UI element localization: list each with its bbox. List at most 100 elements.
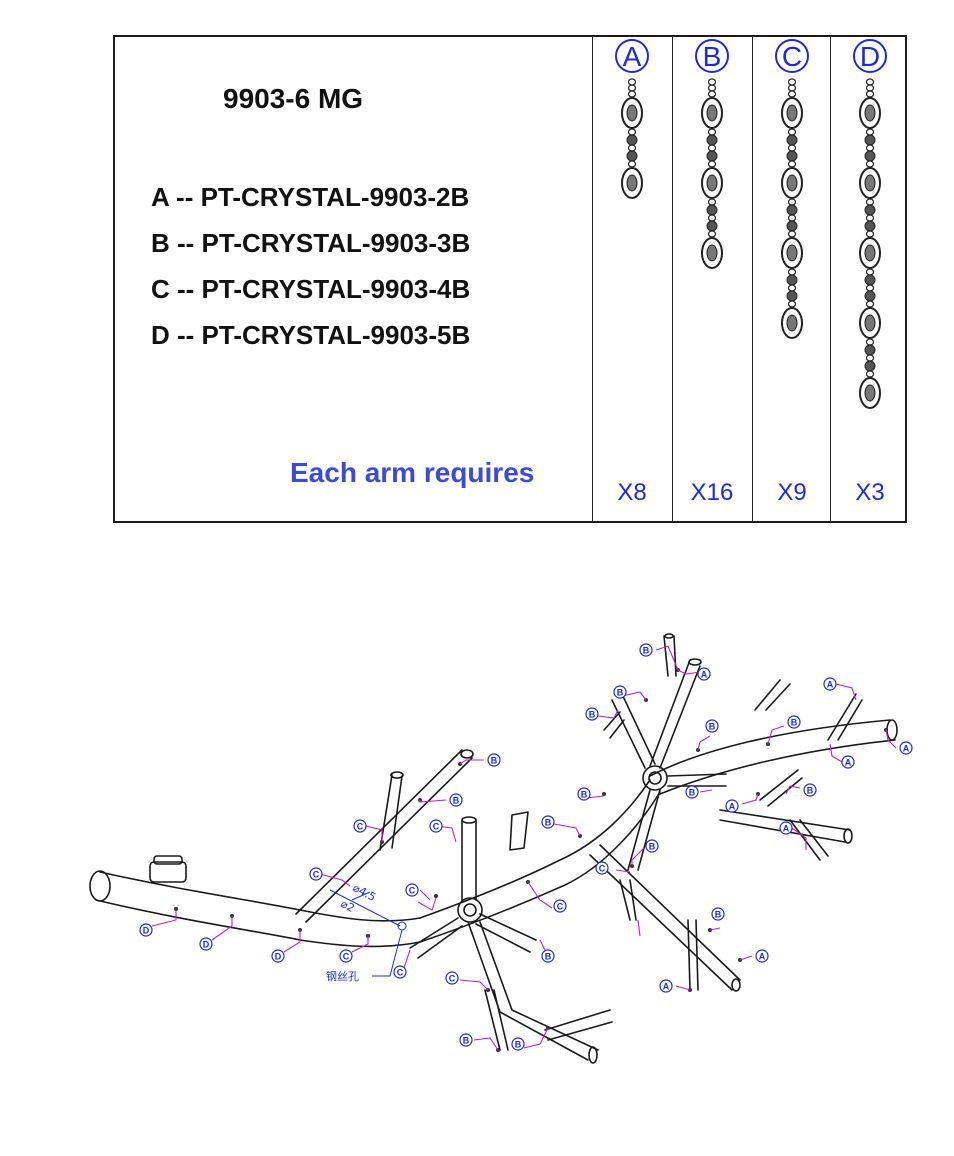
chain-link bbox=[627, 90, 637, 98]
count-b: X16 bbox=[690, 479, 734, 506]
crystal-chain-b-graphic: B bbox=[695, 39, 729, 269]
chain-bead bbox=[864, 204, 876, 216]
chain-link bbox=[865, 214, 875, 222]
callout-letter: B bbox=[463, 1036, 470, 1046]
callout-letter: C bbox=[397, 968, 404, 978]
callout-letter: C bbox=[557, 902, 564, 912]
chain-link bbox=[627, 128, 637, 136]
crystal-pendant bbox=[859, 97, 881, 129]
column-divider bbox=[672, 37, 673, 521]
crystal-pendant bbox=[781, 237, 803, 269]
chain-link bbox=[865, 300, 875, 308]
crystal-pendant bbox=[621, 167, 643, 199]
crystal-pendant bbox=[781, 97, 803, 129]
callout-letter: D bbox=[203, 940, 210, 950]
chain-bead bbox=[786, 274, 798, 286]
callout-circles bbox=[139, 643, 913, 1051]
crystal-chain-column-b: B bbox=[672, 37, 752, 477]
part-line-b: B -- PT-CRYSTAL-9903-3B bbox=[151, 228, 471, 258]
crystal-chain-c-graphic: C bbox=[775, 39, 809, 339]
chain-link bbox=[707, 78, 717, 86]
chain-bead bbox=[786, 220, 798, 232]
count-a: X8 bbox=[617, 479, 647, 506]
count-d: X3 bbox=[855, 479, 885, 506]
callout-letter: A bbox=[845, 758, 852, 768]
wire-hole-label: 钢丝孔 bbox=[326, 970, 359, 983]
crystal-pendant bbox=[621, 97, 643, 129]
crystal-chain-a-graphic: A bbox=[615, 39, 649, 199]
chain-link bbox=[865, 284, 875, 292]
dimension-lines bbox=[329, 889, 401, 927]
chain-link bbox=[627, 160, 637, 168]
callout-letter: C bbox=[433, 822, 440, 832]
column-letter-badge bbox=[615, 39, 649, 73]
chain-bead bbox=[786, 290, 798, 302]
chain-bead bbox=[706, 204, 718, 216]
chain-link bbox=[707, 144, 717, 152]
callout-letter: B bbox=[649, 842, 656, 852]
chain-bead bbox=[864, 344, 876, 356]
dimension-inner-diameter: ⌀2 bbox=[339, 897, 357, 915]
chain-link bbox=[627, 78, 637, 86]
callout-letter: B bbox=[689, 788, 696, 798]
chain-link bbox=[865, 354, 875, 362]
chain-bead bbox=[786, 204, 798, 216]
chain-bead bbox=[626, 150, 638, 162]
chain-link bbox=[787, 90, 797, 98]
crystal-pendant bbox=[781, 167, 803, 199]
chain-bead bbox=[864, 134, 876, 146]
chain-link bbox=[707, 198, 717, 206]
crystal-chain-d-graphic: D bbox=[853, 39, 887, 409]
chain-link bbox=[787, 230, 797, 238]
callout-letter: A bbox=[729, 802, 736, 812]
chain-link bbox=[787, 300, 797, 308]
callout-letter: B bbox=[581, 790, 588, 800]
parts-spec-table: 9903-6 MG A -- PT-CRYSTAL-9903-2B B -- P… bbox=[113, 35, 907, 523]
chain-link bbox=[627, 84, 637, 92]
callout-letter: C bbox=[599, 864, 606, 874]
callout-letter: A bbox=[827, 680, 834, 690]
callout-letter: B bbox=[453, 796, 460, 806]
chain-bead bbox=[706, 150, 718, 162]
callout-letter: A bbox=[759, 952, 766, 962]
chain-link bbox=[707, 160, 717, 168]
parts-list: A -- PT-CRYSTAL-9903-2B B -- PT-CRYSTAL-… bbox=[151, 174, 470, 358]
mount-holes bbox=[174, 668, 888, 1052]
chain-link bbox=[865, 198, 875, 206]
chain-link bbox=[787, 160, 797, 168]
chain-link bbox=[865, 144, 875, 152]
callout-letter: B bbox=[545, 818, 552, 828]
model-number: 9903-6 MG bbox=[223, 83, 364, 114]
callout-letter: C bbox=[357, 822, 364, 832]
part-line-c: C -- PT-CRYSTAL-9903-4B bbox=[151, 274, 471, 304]
callout-letter: B bbox=[515, 1040, 522, 1050]
chain-link bbox=[707, 214, 717, 222]
crystal-pendant bbox=[781, 307, 803, 339]
column-divider bbox=[830, 37, 831, 521]
chain-link bbox=[865, 230, 875, 238]
chain-link bbox=[865, 268, 875, 276]
callout-letter: B bbox=[643, 646, 650, 656]
chain-link bbox=[865, 160, 875, 168]
chain-bead bbox=[864, 290, 876, 302]
column-letter-badge bbox=[695, 39, 729, 73]
column-letter: B bbox=[703, 41, 722, 72]
callout-letter: B bbox=[807, 786, 814, 796]
callout-letter: C bbox=[409, 886, 416, 896]
column-divider bbox=[592, 37, 593, 521]
column-letter-badge bbox=[775, 39, 809, 73]
callout-letter: A bbox=[903, 744, 910, 754]
chain-link bbox=[787, 284, 797, 292]
callout-letter: A bbox=[663, 982, 670, 992]
chain-bead bbox=[786, 134, 798, 146]
crystal-chain-column-d: D bbox=[830, 37, 910, 477]
callout-letter: B bbox=[709, 722, 716, 732]
chain-link bbox=[865, 128, 875, 136]
dimension-outer-diameter: ⌀4.5 bbox=[351, 881, 378, 904]
arm-tubes bbox=[89, 633, 898, 1064]
crystal-chain-column-c: C bbox=[752, 37, 832, 477]
chain-link bbox=[787, 198, 797, 206]
chain-link bbox=[627, 144, 637, 152]
chain-link bbox=[707, 84, 717, 92]
chain-link bbox=[787, 128, 797, 136]
